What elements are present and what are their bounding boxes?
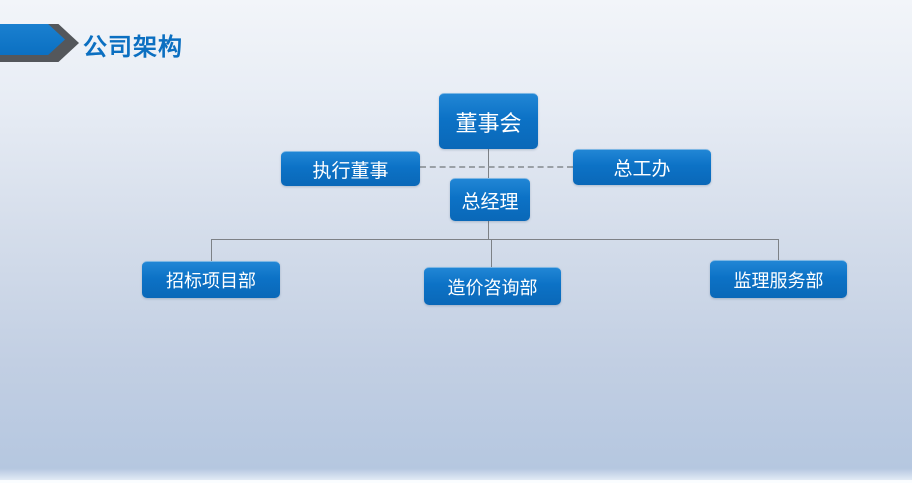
connector-drop-cost: [491, 239, 492, 267]
org-node-executive-director: 执行董事: [281, 151, 420, 186]
org-node-cost-consulting-dept: 造价咨询部: [424, 267, 561, 305]
page-title: 公司架构: [83, 34, 183, 61]
connector-dashed-exec-to-chief: [420, 166, 573, 168]
org-node-board: 董事会: [439, 93, 538, 149]
connector-drop-supervision: [778, 239, 779, 260]
org-node-supervision-service-dept: 监理服务部: [710, 260, 847, 298]
connector-horizontal-bus: [211, 239, 778, 240]
slide-bottom-edge: [0, 480, 912, 483]
org-node-general-manager: 总经理: [450, 178, 530, 221]
connector-drop-bidding: [211, 239, 212, 261]
org-node-bidding-project-dept: 招标项目部: [142, 261, 280, 298]
org-node-chief-engineer-office: 总工办: [573, 149, 711, 185]
